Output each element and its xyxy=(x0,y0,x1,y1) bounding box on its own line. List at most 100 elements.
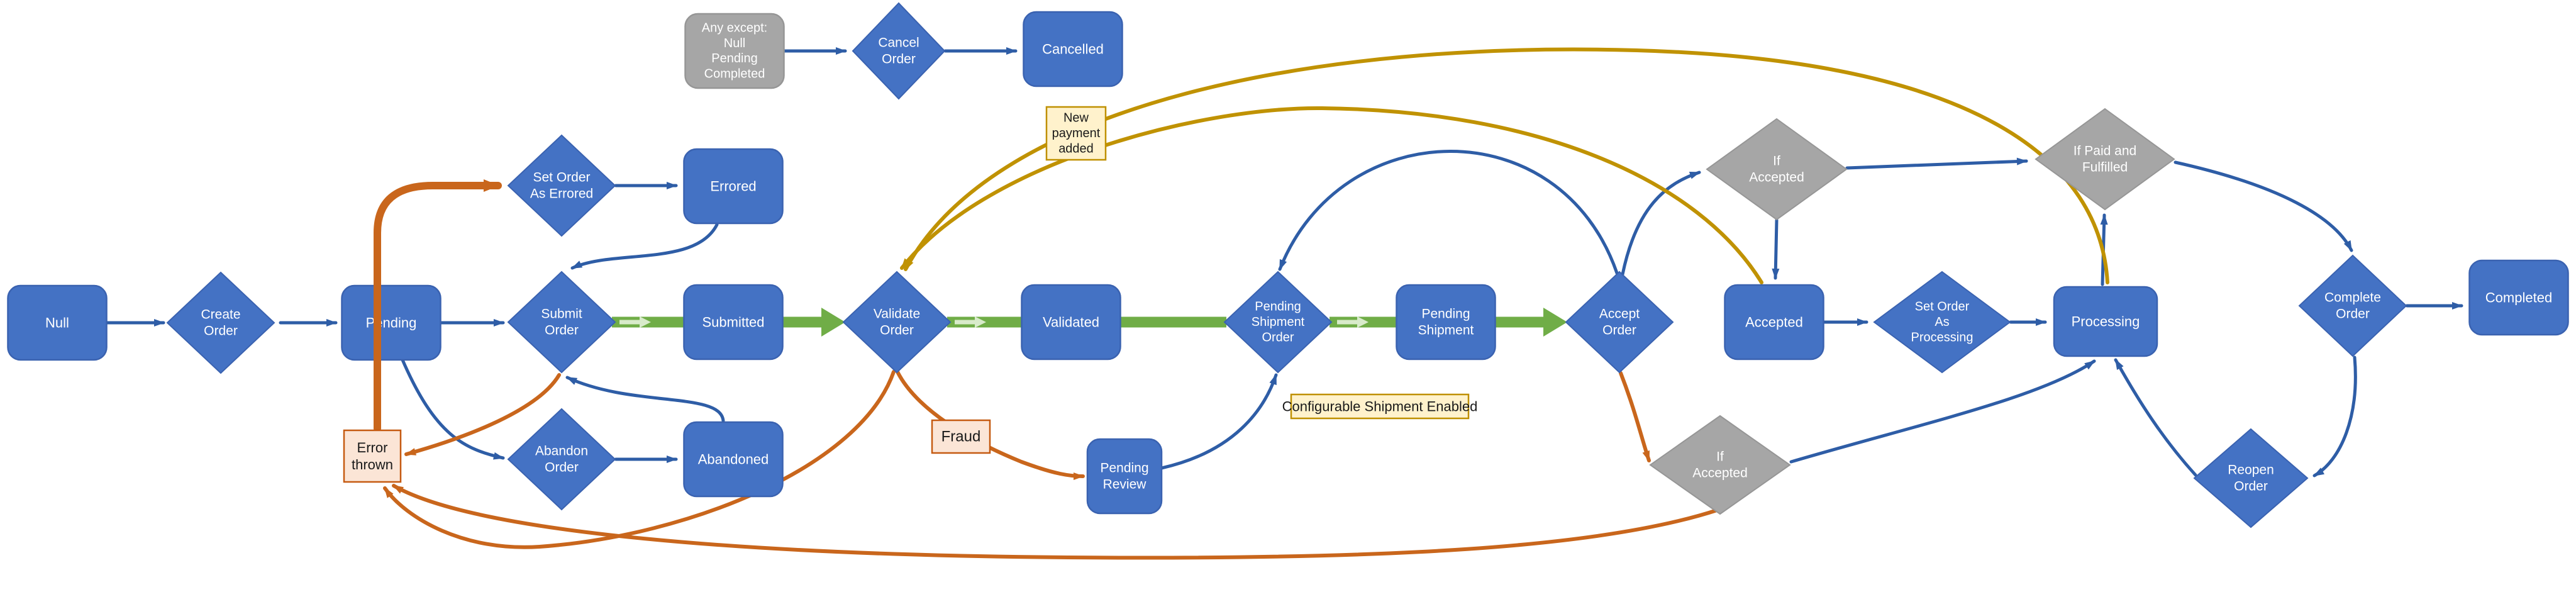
label-configurable-shipment-enabled[interactable]: Configurable Shipment Enabled xyxy=(1282,393,1478,420)
node-shape-validated[interactable] xyxy=(1021,284,1121,360)
shape-label: Fraud xyxy=(941,428,981,445)
node-abandoned[interactable]: Abandoned xyxy=(683,421,784,498)
node-shape-complete-order[interactable] xyxy=(2298,254,2407,357)
green-bar xyxy=(783,316,821,328)
node-errored[interactable]: Errored xyxy=(683,148,784,225)
edge-accept-order-to-if-accepted-top xyxy=(1621,170,1701,276)
label-box-fraud[interactable] xyxy=(931,419,991,454)
node-shape-accept-order[interactable] xyxy=(1565,271,1674,374)
shape-label: Completed xyxy=(2485,290,2552,306)
edge-validate-order-to-error-thrown xyxy=(383,370,896,549)
shape-label: Abandoned xyxy=(698,452,769,467)
green-inner-arrowhead-icon xyxy=(640,316,651,328)
green-arrow-pending-shipment-to-accept-order xyxy=(1496,308,1567,337)
node-shape-if-accepted-top[interactable] xyxy=(1706,118,1848,221)
green-arrow-validate-order-to-validated xyxy=(947,316,1021,328)
node-submitted[interactable]: Submitted xyxy=(683,284,784,360)
label-box-new-payment-added[interactable] xyxy=(1045,106,1107,161)
node-processing[interactable]: Processing xyxy=(2053,286,2158,357)
node-shape-pending-shipment-order[interactable] xyxy=(1223,271,1333,374)
node-shape-create-order[interactable] xyxy=(166,271,275,374)
edge-accept-order-to-pending-shipment-order-arc xyxy=(1278,150,1619,275)
shape-label: Processing xyxy=(2072,314,2140,330)
node-shape-processing[interactable] xyxy=(2053,286,2158,357)
node-validated[interactable]: Validated xyxy=(1021,284,1121,360)
node-shape-errored[interactable] xyxy=(683,148,784,225)
edge-errored-to-submit-order xyxy=(570,223,719,270)
node-shape-set-order-as-errored[interactable] xyxy=(507,134,616,237)
edge-reopen-order-to-processing xyxy=(2114,358,2197,477)
green-bar xyxy=(1121,316,1226,328)
node-shape-cancel-order[interactable] xyxy=(852,2,946,100)
edge-if-accepted-top-to-accepted xyxy=(1772,218,1780,280)
edge-if-accepted-bottom-to-processing xyxy=(1789,359,2096,464)
edge-if-accepted-bottom-to-error-thrown xyxy=(392,484,1721,560)
node-shape-any-except[interactable] xyxy=(684,13,785,89)
label-box-error-thrown[interactable] xyxy=(343,429,402,483)
node-cancelled[interactable]: Cancelled xyxy=(1023,11,1123,87)
node-shape-submitted[interactable] xyxy=(683,284,784,360)
green-inner-arrowhead-icon xyxy=(1357,316,1368,328)
node-pending[interactable]: Pending xyxy=(341,284,441,361)
node-shape-pending-shipment[interactable] xyxy=(1396,284,1496,360)
node-null[interactable]: Null xyxy=(7,284,108,361)
node-shape-abandoned[interactable] xyxy=(683,421,784,498)
node-shape-reopen-order[interactable] xyxy=(2193,428,2309,528)
node-shape-validate-order[interactable] xyxy=(842,271,952,374)
edge-submit-order-to-error-thrown xyxy=(404,373,561,456)
green-bar xyxy=(1496,316,1543,328)
green-arrowhead-icon xyxy=(821,308,845,337)
node-shape-abandon-order[interactable] xyxy=(507,408,616,511)
node-shape-pending[interactable] xyxy=(341,284,441,361)
node-shape-cancelled[interactable] xyxy=(1023,11,1123,87)
label-fraud[interactable]: Fraud xyxy=(931,419,991,454)
shape-label: Pending xyxy=(366,315,417,331)
green-arrow-validated-to-pending-shipment-order xyxy=(1121,316,1226,328)
node-shape-null[interactable] xyxy=(7,284,108,361)
node-completed[interactable]: Completed xyxy=(2468,259,2569,336)
node-shape-completed[interactable] xyxy=(2468,259,2569,336)
green-arrow-pending-shipment-order-to-pending-shipment xyxy=(1330,316,1396,328)
node-shape-pending-review[interactable] xyxy=(1086,438,1163,515)
node-shape-submit-order[interactable] xyxy=(507,271,616,374)
edge-if-accepted-top-to-if-paid xyxy=(1845,157,2028,170)
node-accepted[interactable]: Accepted xyxy=(1724,284,1824,360)
node-shape-set-order-as-processing[interactable] xyxy=(1873,271,2011,374)
node-shape-if-paid-and-fulfilled[interactable] xyxy=(2035,108,2175,211)
label-box-configurable-shipment-enabled[interactable] xyxy=(1290,393,1470,420)
node-shape-if-accepted-bottom[interactable] xyxy=(1649,415,1791,515)
edge-validate-order-to-pending-review-fraud xyxy=(896,370,1085,480)
shape-label: Null xyxy=(45,315,69,331)
node-shape-accepted[interactable] xyxy=(1724,284,1824,360)
